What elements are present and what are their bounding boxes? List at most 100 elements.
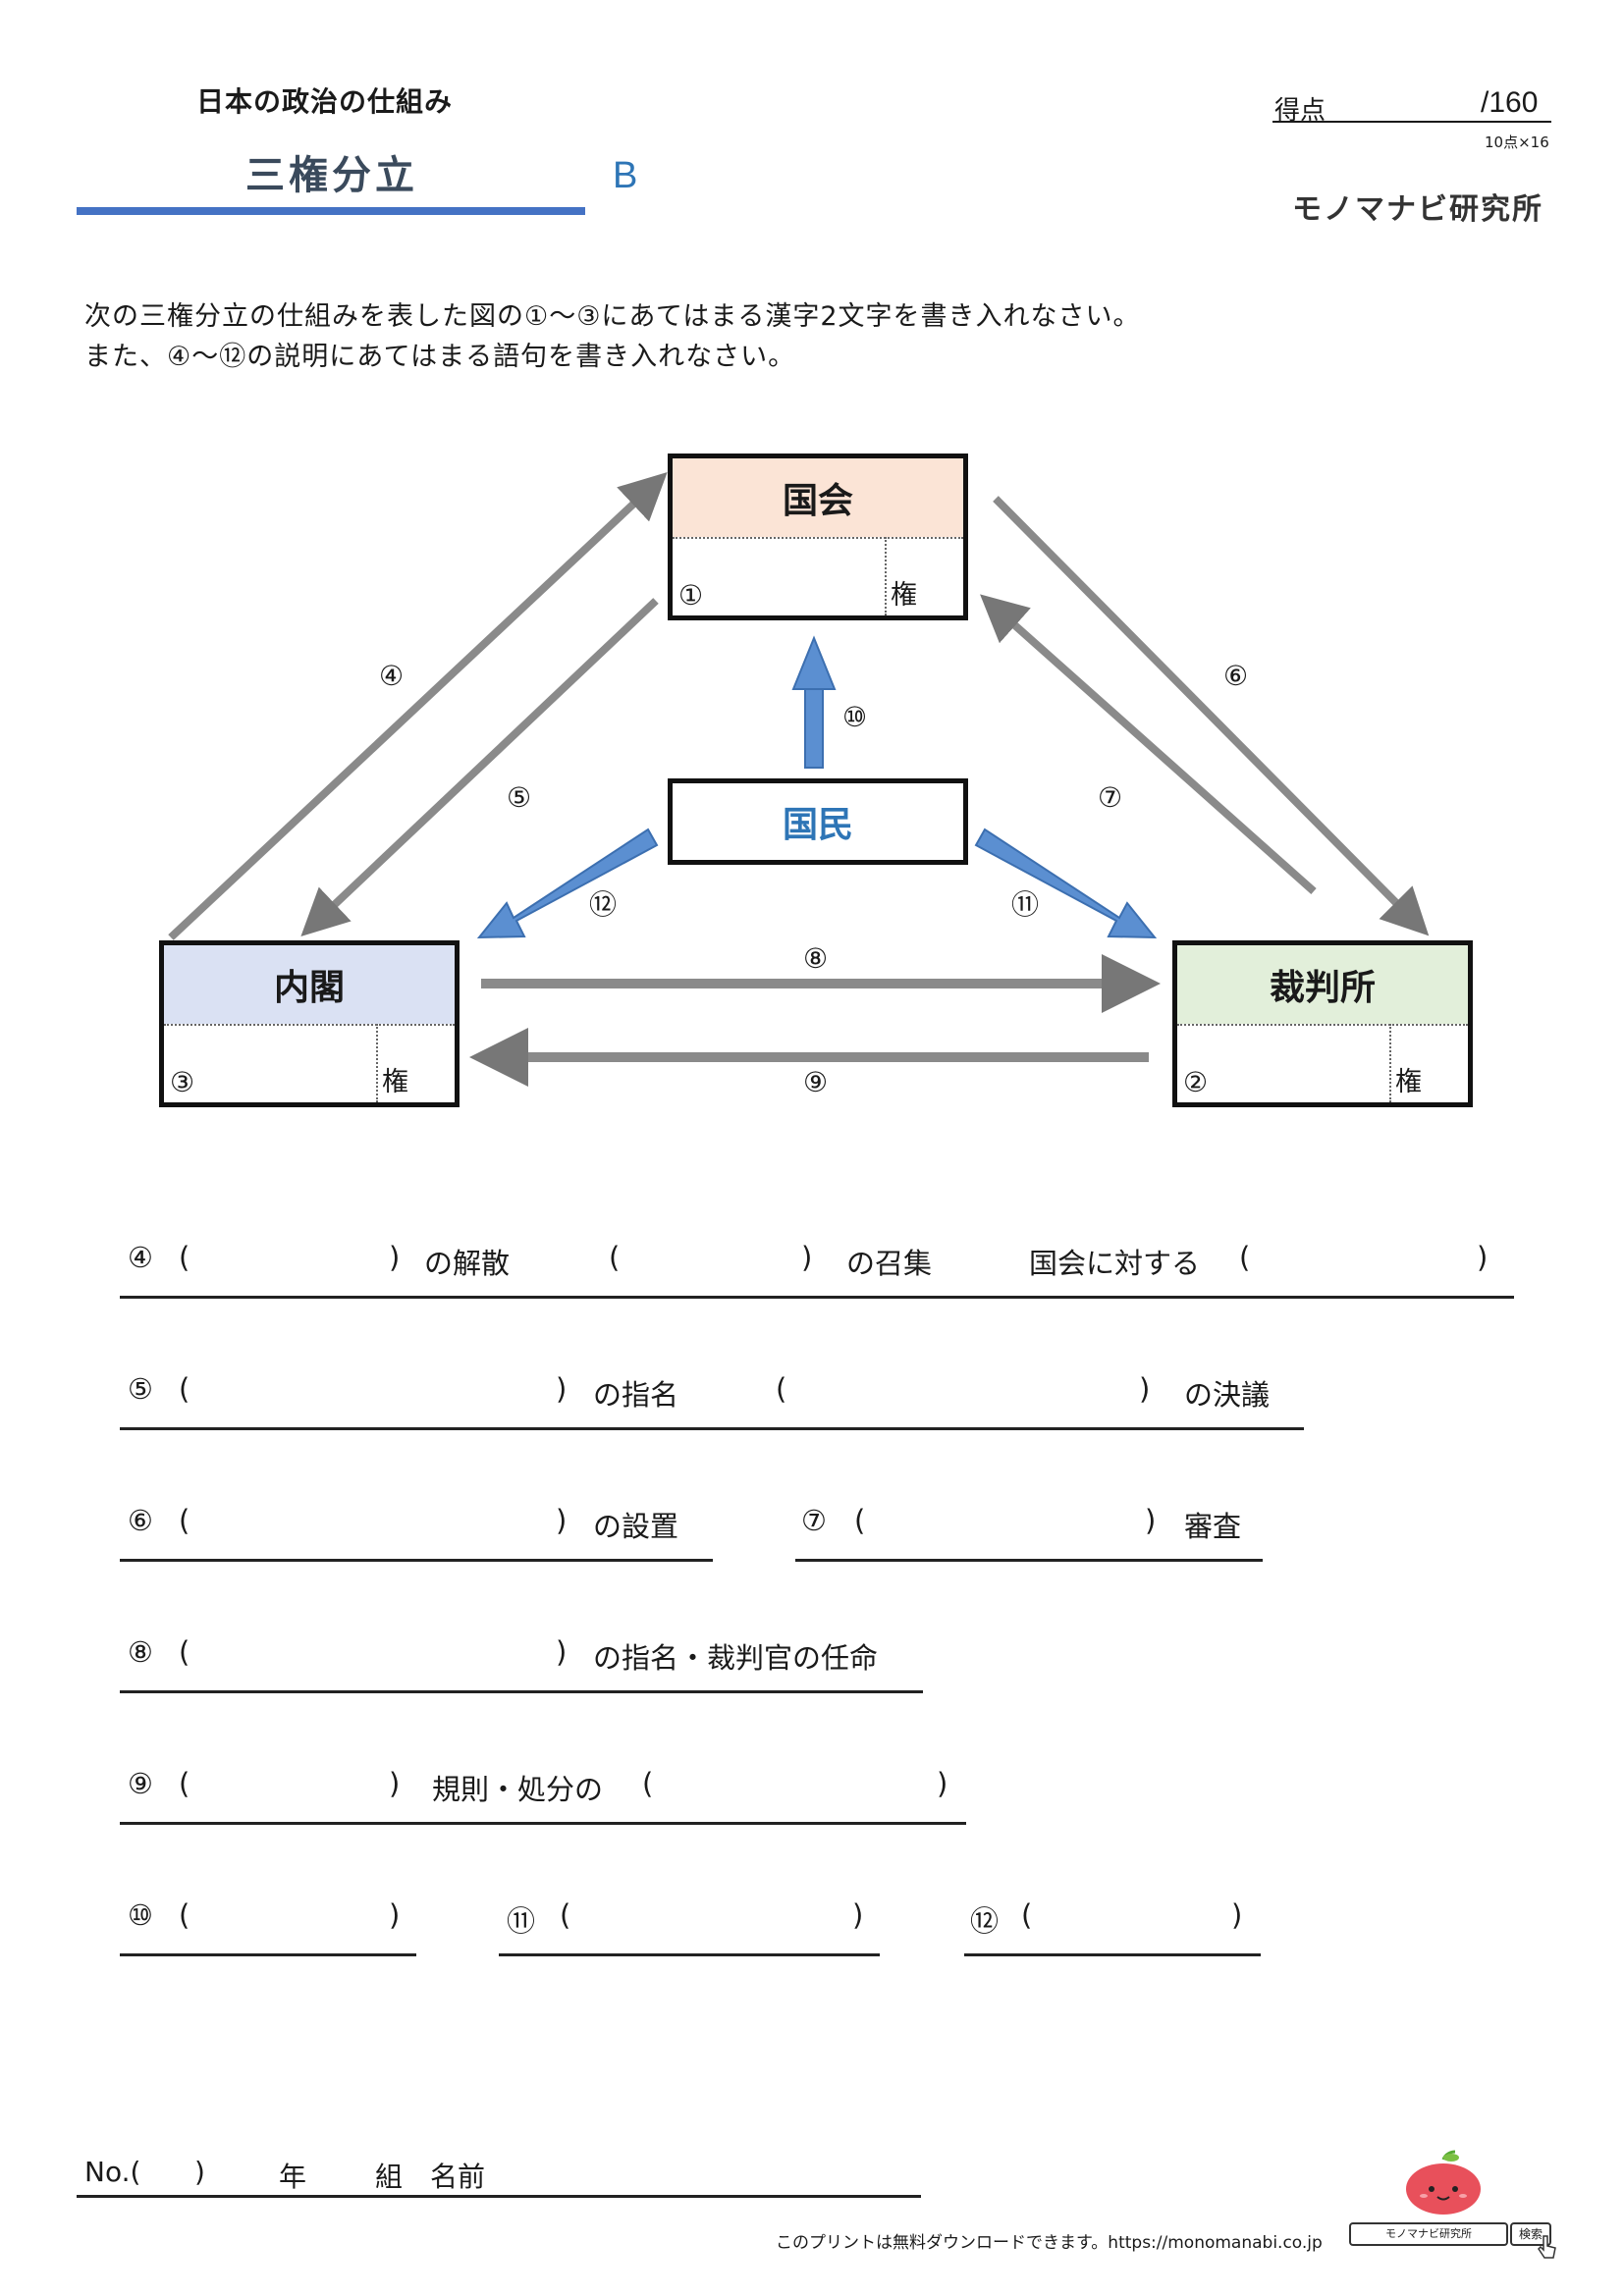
q7-text-1: 審査 <box>1184 1510 1242 1543</box>
footer-name-label: 名前 <box>430 2161 486 2193</box>
q5-close-2: ) <box>1139 1372 1151 1406</box>
kokumin-box: 国民 <box>668 778 968 865</box>
naikaku-blank-number: ③ <box>170 1066 195 1098</box>
q10-answer-line[interactable] <box>120 1953 416 1956</box>
naikaku-ken-label: 権 <box>382 1067 408 1097</box>
q4-close-2: ) <box>801 1241 813 1274</box>
q9-answer-line[interactable] <box>120 1822 966 1825</box>
q4-text-3: 国会に対する <box>1029 1247 1201 1280</box>
search-button[interactable]: 検索 <box>1510 2222 1551 2246</box>
q9-close-2: ) <box>937 1767 948 1800</box>
q10-open-1: ( <box>179 1898 190 1932</box>
naikaku-title: 内閣 <box>164 945 455 1024</box>
footer-nen-label: 年 <box>279 2161 307 2193</box>
level-label: B <box>613 155 638 196</box>
label-11: ⑪ <box>1011 888 1040 921</box>
q4-text-1: の解散 <box>424 1247 511 1280</box>
arrow-7 <box>980 594 1317 894</box>
apple-mascot-icon <box>1406 2150 1481 2215</box>
score-total: /160 <box>1481 86 1539 119</box>
footer-kumi-label: 組 <box>375 2161 404 2193</box>
q9-close-1: ) <box>389 1767 401 1800</box>
saibansho-blank-number: ② <box>1183 1066 1209 1098</box>
q4-open-3: ( <box>1239 1241 1251 1274</box>
subject-heading: 日本の政治の仕組み <box>196 85 454 118</box>
q7-number: ⑦ <box>801 1504 827 1537</box>
q5-text-2: の決議 <box>1184 1378 1271 1412</box>
q12-close-1: ) <box>1231 1898 1243 1932</box>
q11-close-1: ) <box>852 1898 864 1932</box>
q6-close-1: ) <box>556 1504 568 1537</box>
label-8: ⑧ <box>803 942 829 975</box>
q11-open-1: ( <box>560 1898 571 1932</box>
q10-number: ⑩ <box>128 1898 153 1932</box>
label-4: ④ <box>379 660 405 692</box>
q12-open-1: ( <box>1021 1898 1033 1932</box>
q5-number: ⑤ <box>128 1372 153 1406</box>
diagram-arrows <box>168 472 1430 1087</box>
arrow-10-shaft <box>804 686 824 769</box>
footer-no-close: ) <box>194 2156 205 2188</box>
q7-answer-line[interactable] <box>795 1559 1263 1562</box>
q11-answer-line[interactable] <box>499 1953 880 1956</box>
q8-open-1: ( <box>179 1635 190 1669</box>
q6-answer-line[interactable] <box>120 1559 713 1562</box>
footer-no-label: No.( <box>84 2156 141 2188</box>
q4-close-1: ) <box>389 1241 401 1274</box>
label-10: ⑩ <box>842 701 868 733</box>
label-5: ⑤ <box>507 781 532 814</box>
q6-text-1: の設置 <box>593 1510 679 1543</box>
label-6: ⑥ <box>1223 660 1249 692</box>
arrow-5 <box>300 598 659 936</box>
q8-number: ⑧ <box>128 1635 153 1669</box>
q4-number: ④ <box>128 1241 153 1274</box>
saibansho-title: 裁判所 <box>1177 945 1468 1024</box>
q4-answer-line[interactable] <box>120 1296 1514 1299</box>
q12-number: ⑫ <box>970 1904 1000 1938</box>
q8-close-1: ) <box>556 1635 568 1669</box>
footer-name-line[interactable] <box>77 2195 921 2198</box>
q6-open-1: ( <box>179 1504 190 1537</box>
instruction-line-2: また、④〜⑫の説明にあてはまる語句を書き入れなさい。 <box>84 342 796 372</box>
q4-close-3: ) <box>1477 1241 1489 1274</box>
score-note: 10点×16 <box>1485 133 1549 151</box>
pointer-cursor-icon <box>1538 2235 1556 2259</box>
arrow-12 <box>476 828 659 939</box>
title-underline <box>77 207 585 215</box>
q5-text-1: の指名 <box>593 1378 679 1412</box>
q5-close-1: ) <box>556 1372 568 1406</box>
label-12: ⑫ <box>589 888 618 921</box>
brand-logo-text: モノマナビ研究所 <box>1292 192 1543 227</box>
search-input[interactable]: モノマナビ研究所 <box>1349 2222 1508 2246</box>
q12-answer-line[interactable] <box>964 1953 1261 1956</box>
q4-text-2: の召集 <box>846 1247 933 1280</box>
instruction-line-1: 次の三権分立の仕組みを表した図の①〜③にあてはまる漢字2文字を書き入れなさい。 <box>84 301 1141 332</box>
q9-open-2: ( <box>642 1767 654 1800</box>
kokkai-box: 国会 ① 権 <box>668 454 968 620</box>
saibansho-box: 裁判所 ② 権 <box>1172 940 1473 1107</box>
download-notice: このプリントは無料ダウンロードできます。https://monomanabi.c… <box>776 2233 1323 2253</box>
q4-open-2: ( <box>609 1241 621 1274</box>
q8-text-1: の指名・裁判官の任命 <box>593 1641 879 1675</box>
q6-number: ⑥ <box>128 1504 153 1537</box>
arrow-6 <box>993 496 1430 936</box>
q8-answer-line[interactable] <box>120 1690 923 1693</box>
q9-number: ⑨ <box>128 1767 153 1800</box>
kokkai-blank-number: ① <box>678 579 704 612</box>
label-9: ⑨ <box>803 1066 829 1098</box>
q5-open-2: ( <box>776 1372 787 1406</box>
page-title: 三権分立 <box>245 153 418 198</box>
q11-number: ⑪ <box>507 1904 536 1938</box>
q5-answer-line[interactable] <box>120 1427 1304 1430</box>
saibansho-ken-label: 権 <box>1395 1067 1422 1097</box>
arrow-10-head <box>791 635 837 690</box>
score-line <box>1272 121 1551 123</box>
q5-open-1: ( <box>179 1372 190 1406</box>
naikaku-box: 内閣 ③ 権 <box>159 940 460 1107</box>
q10-close-1: ) <box>389 1898 401 1932</box>
arrow-4 <box>168 472 668 940</box>
q4-open-1: ( <box>179 1241 190 1274</box>
kokkai-title: 国会 <box>673 458 963 537</box>
kokkai-ken-label: 権 <box>891 580 917 611</box>
q9-open-1: ( <box>179 1767 190 1800</box>
